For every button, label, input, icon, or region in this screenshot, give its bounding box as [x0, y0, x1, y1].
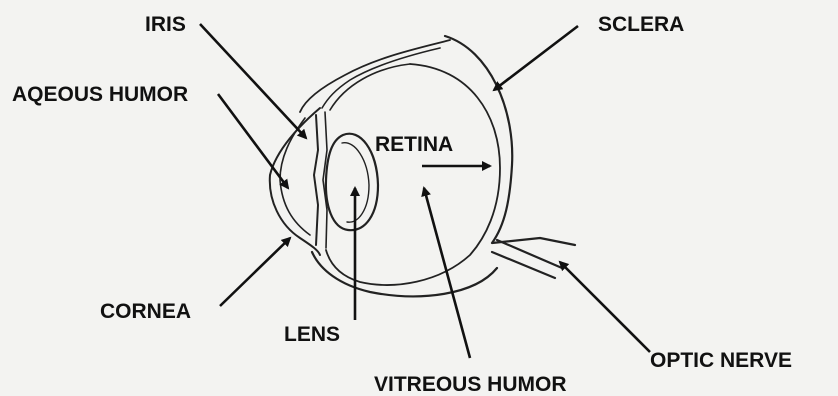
sclera-arrow [494, 26, 578, 90]
cornea-inner-outline [280, 118, 310, 235]
labels: IRIS AQEOUS HUMOR SCLERA RETINA CORNEA L… [12, 13, 792, 396]
cornea-outline [270, 108, 320, 255]
label-optic-nerve: OPTIC NERVE [650, 349, 792, 372]
vitreous-humor-arrow [424, 188, 470, 358]
label-lens: LENS [284, 323, 340, 346]
label-retina: RETINA [375, 133, 453, 156]
optic-nerve-shape [492, 240, 562, 278]
iris-arrow [200, 24, 306, 138]
optic-nerve-arrow [560, 262, 650, 352]
label-sclera: SCLERA [598, 13, 684, 36]
arrows [200, 24, 650, 358]
retina-top [330, 64, 410, 110]
cornea-arrow [220, 238, 290, 306]
label-aqueous-humor: AQEOUS HUMOR [12, 83, 188, 106]
sclera-inner-outline [326, 64, 500, 285]
lens-outline [326, 134, 378, 230]
label-vitreous-humor: VITREOUS HUMOR [374, 373, 567, 396]
label-iris: IRIS [145, 13, 186, 36]
iris-shape [314, 115, 318, 245]
label-cornea: CORNEA [100, 300, 191, 323]
